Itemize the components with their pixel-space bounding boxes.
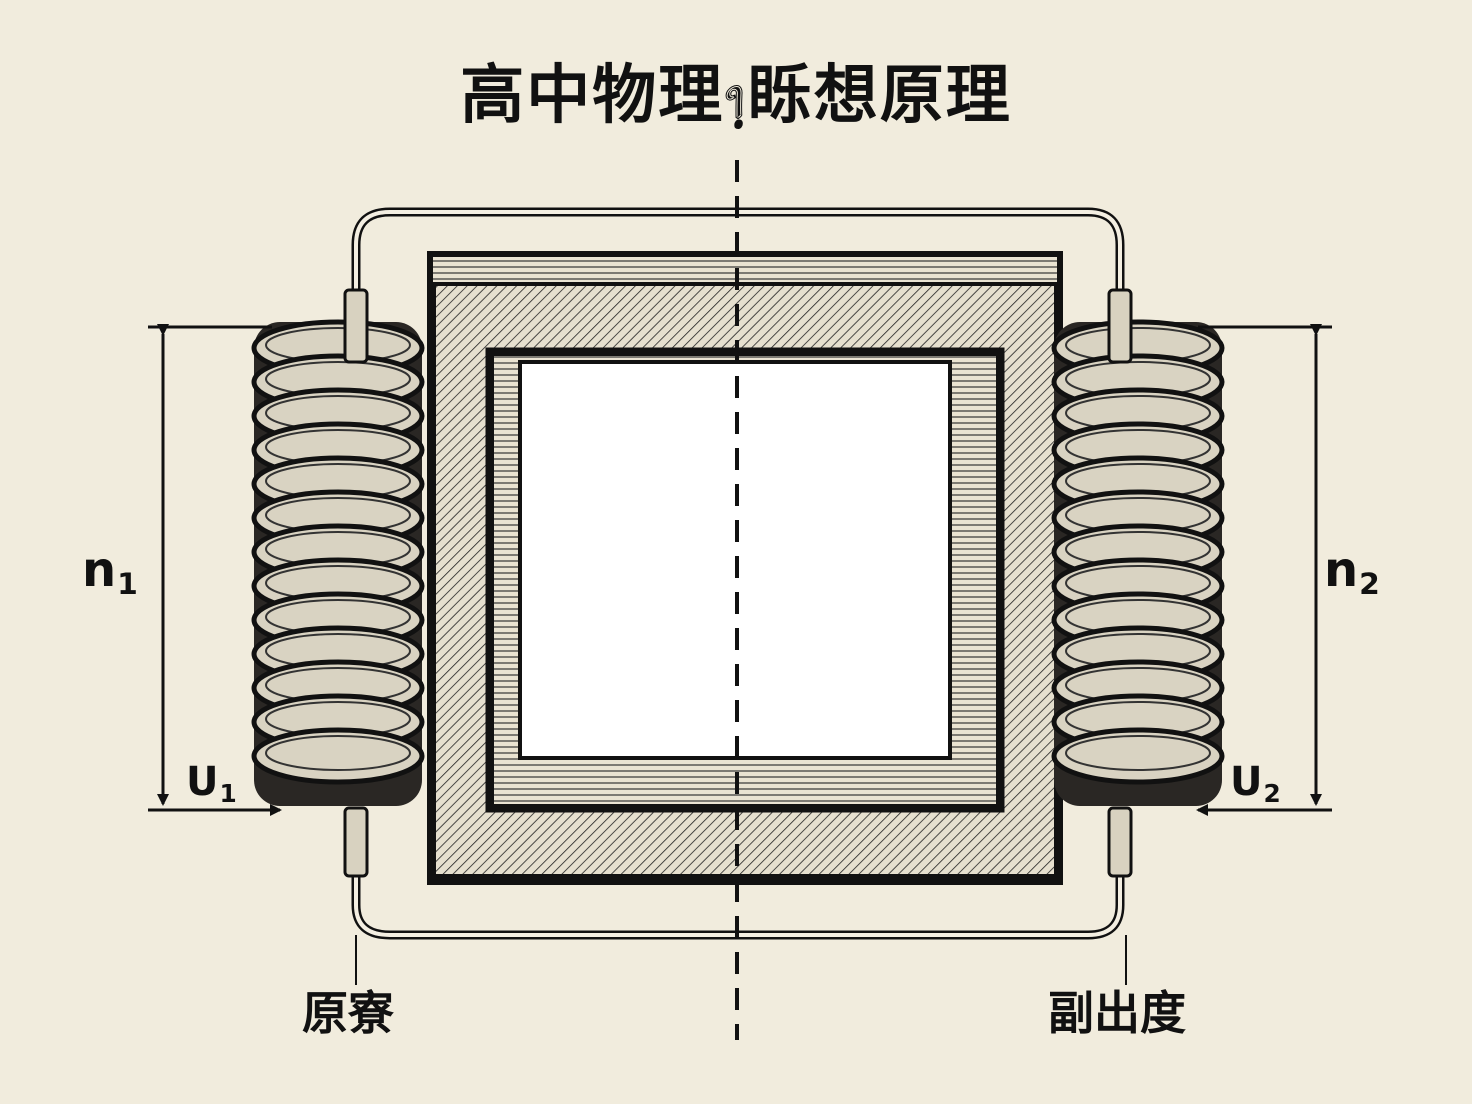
coil-turn-highlight [1065,735,1211,771]
secondary-coil-caption: 副出度 [1048,986,1186,1040]
primary-dimension [148,324,282,816]
secondary-voltage-symbol: U [1230,759,1263,805]
secondary-turns-symbol: n [1324,542,1359,598]
secondary-turns-index: 2 [1359,567,1380,603]
primary-voltage-symbol: U [186,759,219,805]
secondary-voltage-label: U2 [1230,762,1281,807]
secondary-voltage-index: 2 [1263,778,1281,808]
secondary-dimension [1196,324,1332,816]
diagram-title: 高中物理᥄䀥想原理 [460,59,1012,133]
primary-turns-index: 1 [117,567,138,603]
coil-turn-highlight [265,735,411,771]
primary-turns-label: n1 [82,546,138,600]
primary-voltage-index: 1 [219,778,237,808]
coil-turn [1051,727,1225,785]
secondary-coil [1051,319,1225,806]
primary-turns-symbol: n [82,542,117,598]
terminal-sleeves [343,288,1133,878]
primary-voltage-label: U1 [186,762,237,807]
coil-turn [251,727,425,785]
iron-core [427,251,1063,885]
primary-coil-caption: 原寮 [302,986,394,1040]
secondary-turns-label: n2 [1324,546,1380,600]
primary-coil [251,319,425,806]
